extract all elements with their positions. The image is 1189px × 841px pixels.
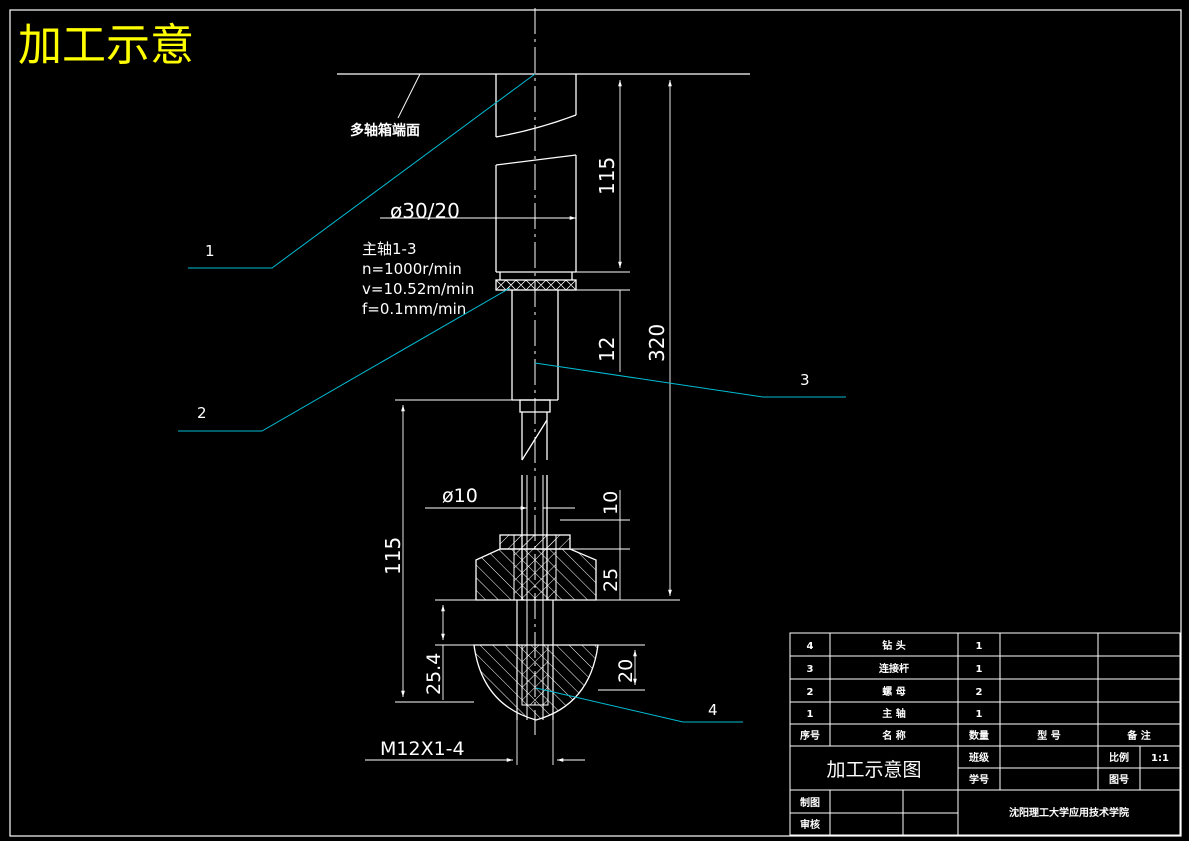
scale-value: 1:1 <box>1151 753 1169 764</box>
part-row-2-name: 连接杆 <box>879 662 909 675</box>
part-row-3-name: 螺 母 <box>882 685 905 698</box>
callout-1: 1 <box>205 242 215 260</box>
dim-d-spindle: ø30/20 <box>390 199 460 223</box>
workpiece <box>473 600 599 721</box>
spindle-info-n: n=1000r/min <box>362 260 462 278</box>
scale-label: 比例 <box>1109 751 1129 764</box>
part-row-1-qty: 1 <box>976 641 983 652</box>
part-row-1-name: 钻 头 <box>882 639 905 652</box>
part-row-4-qty: 1 <box>976 709 983 720</box>
dim-115-left: 115 <box>381 537 405 575</box>
dim-20: 20 <box>615 659 637 683</box>
dim-320: 320 <box>645 324 669 362</box>
spindle <box>495 74 577 280</box>
header-model: 型 号 <box>1037 729 1060 742</box>
part-row-4-no: 1 <box>807 709 814 720</box>
dimension-lines <box>365 73 680 765</box>
dim-25-4: 25.4 <box>423 653 445 695</box>
callout-2: 2 <box>197 404 207 422</box>
box-face-leader <box>397 73 421 119</box>
title-block-text: 4 钻 头 1 3 连接杆 1 2 螺 母 2 1 主 轴 1 序号 名 称 数… <box>800 639 1169 831</box>
drawing-no-label: 图号 <box>1109 774 1129 786</box>
header-name: 名 称 <box>882 729 905 742</box>
drawing-frame <box>9 9 1182 837</box>
drawn-label: 制图 <box>800 796 820 809</box>
dim-thread: M12X1-4 <box>380 738 465 760</box>
part-row-4-name: 主 轴 <box>882 707 905 720</box>
part-row-2-qty: 1 <box>976 664 983 675</box>
dim-10: 10 <box>600 491 622 515</box>
header-no: 序号 <box>800 729 820 742</box>
big-title: 加工示意 <box>18 20 194 71</box>
callout-leaders <box>178 73 846 723</box>
nut-knurl <box>495 279 577 291</box>
dim-12: 12 <box>595 337 619 362</box>
class-label: 班级 <box>969 751 990 764</box>
part-row-1-no: 4 <box>807 641 814 652</box>
student-no-label: 学号 <box>969 773 989 786</box>
dim-25: 25 <box>600 568 622 592</box>
school-name: 沈阳理工大学应用技术学院 <box>1009 806 1129 819</box>
header-note: 备 注 <box>1126 729 1150 742</box>
spindle-info-title: 主轴1-3 <box>362 240 417 258</box>
dim-d-10: ø10 <box>442 485 478 507</box>
spindle-info-f: f=0.1mm/min <box>362 300 466 318</box>
dim-115-top: 115 <box>595 157 619 195</box>
spindle-info-v: v=10.52m/min <box>362 280 474 298</box>
drawing-name: 加工示意图 <box>826 759 921 781</box>
part-row-3-qty: 2 <box>976 687 983 698</box>
checked-label: 审核 <box>800 818 820 831</box>
part-row-2-no: 3 <box>807 664 814 675</box>
spindle-info: 主轴1-3 n=1000r/min v=10.52m/min f=0.1mm/m… <box>362 240 474 318</box>
callout-4: 4 <box>708 701 718 719</box>
box-face-label: 多轴箱端面 <box>350 122 420 139</box>
callout-3: 3 <box>800 371 810 389</box>
part-row-3-no: 2 <box>807 687 814 698</box>
title-block <box>789 632 1181 836</box>
header-qty: 数量 <box>969 729 989 742</box>
